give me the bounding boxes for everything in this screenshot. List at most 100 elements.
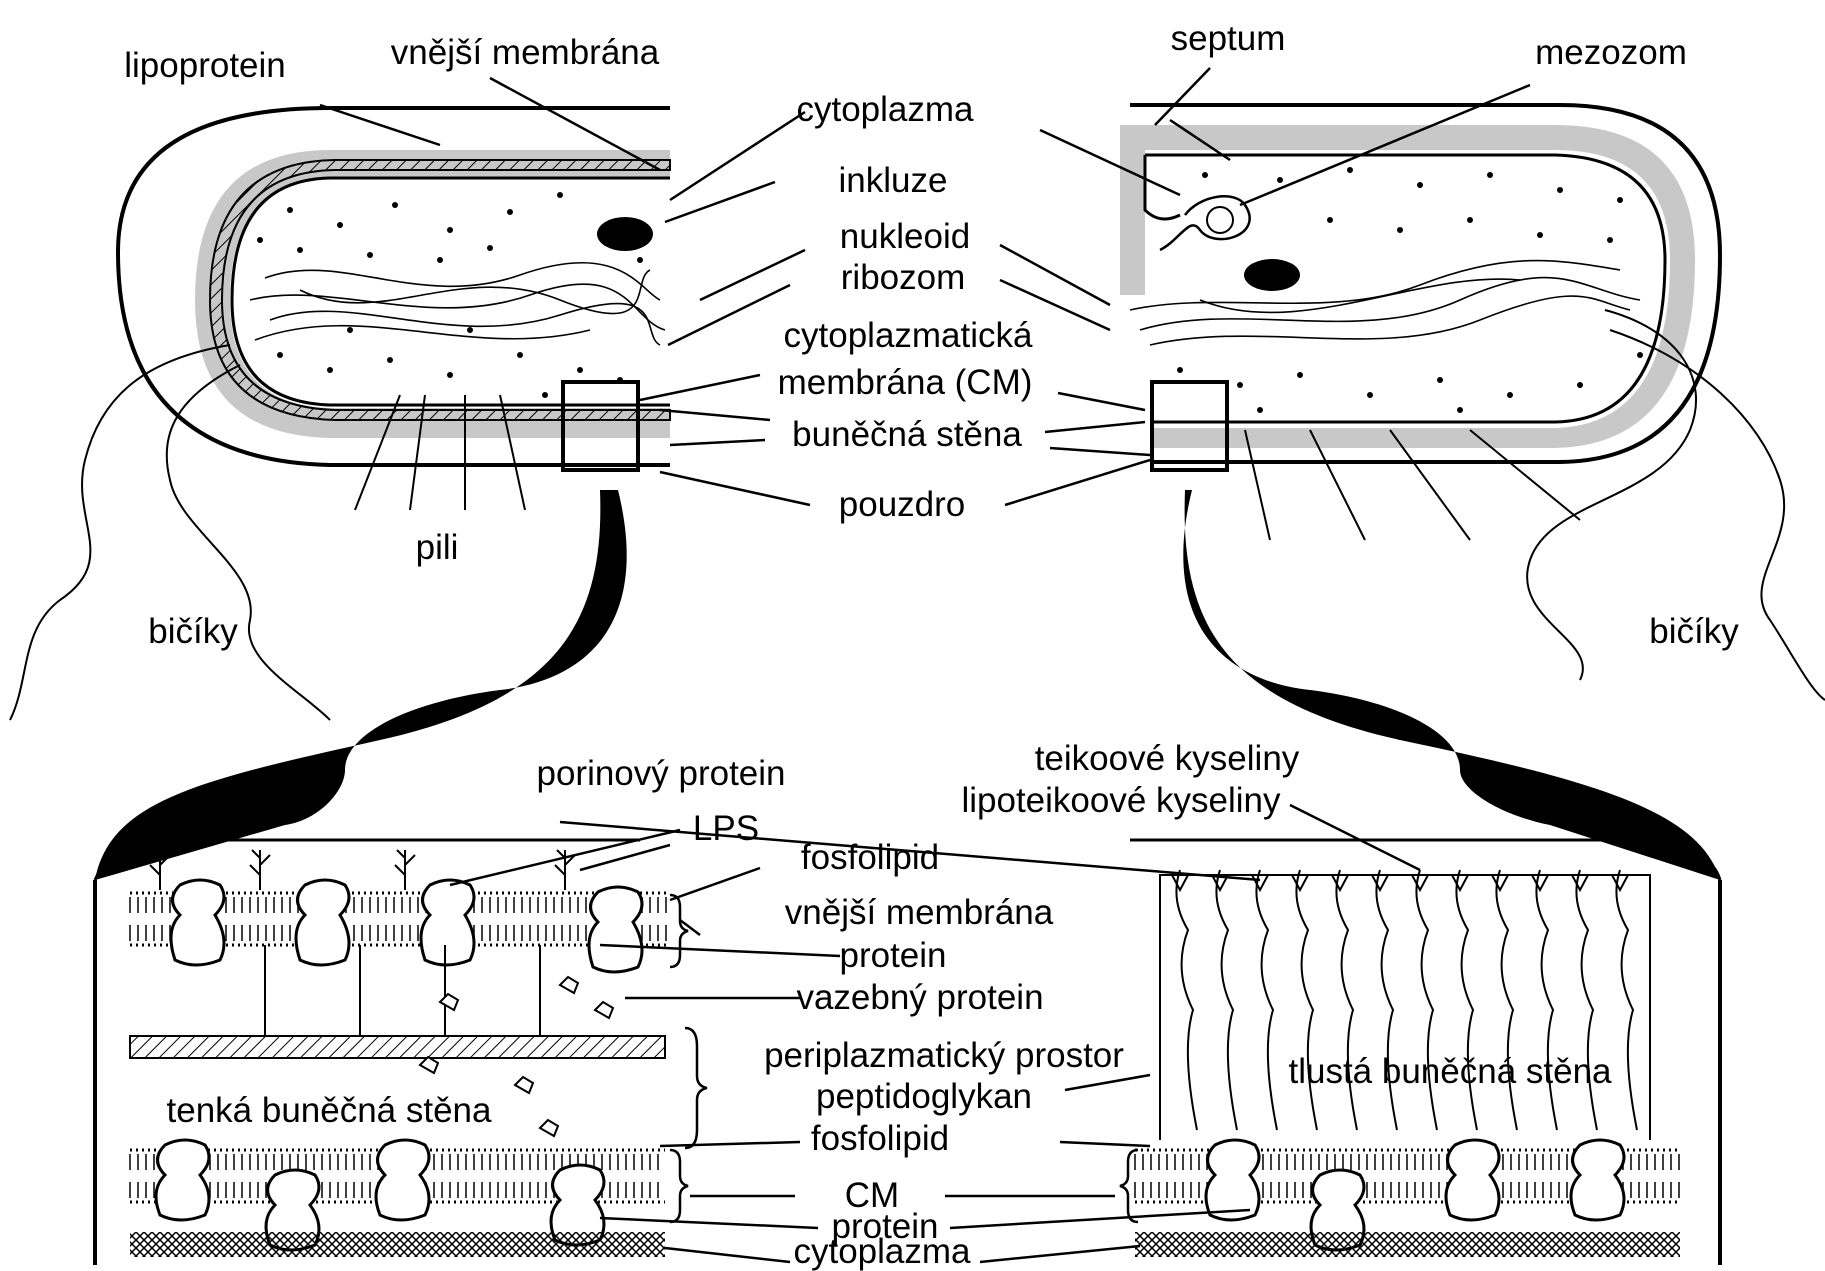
leader-line xyxy=(665,1248,790,1262)
ribosome-dot xyxy=(1177,367,1183,373)
cytoplasmic-membrane-left xyxy=(232,178,670,405)
ribosome-dot xyxy=(1257,407,1263,413)
teichoic-acid-fiber xyxy=(1336,870,1357,1130)
label-lipoteichoic-acids: lipoteikoové kyseliny xyxy=(961,782,1280,820)
ribosome-dot xyxy=(257,237,263,243)
teichoic-acid-fiber xyxy=(1576,870,1597,1130)
outer-membrane-protein xyxy=(171,880,224,965)
gram-positive-membrane-protein xyxy=(1206,1140,1259,1220)
outer-membrane-protein xyxy=(296,880,349,965)
teichoic-acid-fiber xyxy=(1416,870,1437,1130)
ribosome-dot xyxy=(1277,177,1283,183)
label-binding-protein: vazebný protein xyxy=(796,979,1043,1017)
leader-line xyxy=(660,410,770,420)
ribosome-dot xyxy=(1202,172,1208,178)
flagellum-left-1 xyxy=(10,345,230,720)
ribosome-dot xyxy=(1347,167,1353,173)
label-thick-cell-wall: tlustá buněčná stěna xyxy=(1288,1053,1611,1091)
binding-protein xyxy=(595,1002,613,1018)
label-nucleoid: nukleoid xyxy=(840,218,970,256)
teichoic-acid-fiber xyxy=(1536,870,1557,1130)
teichoic-acid-fiber xyxy=(1496,870,1517,1130)
nucleoid-fiber-left xyxy=(270,303,660,345)
leader-line xyxy=(1000,245,1110,305)
ribosome-dot xyxy=(297,247,303,253)
ribosome-dot xyxy=(277,352,283,358)
inclusion-right xyxy=(1244,259,1300,291)
inclusion-left xyxy=(597,217,653,251)
leader-line xyxy=(1005,460,1150,505)
binding-protein xyxy=(515,1077,533,1093)
leader-line xyxy=(1065,1075,1150,1090)
label-cytoplasm-bottom: cytoplazma xyxy=(793,1233,970,1271)
label-protein-mid: protein xyxy=(839,937,946,975)
thin-peptidoglycan xyxy=(130,1036,665,1058)
teichoic-branch xyxy=(1412,875,1428,890)
label-pili: pili xyxy=(416,529,459,567)
ribosome-dot xyxy=(447,372,453,378)
label-lipoprotein: lipoprotein xyxy=(124,47,286,85)
gram-positive-membrane-protein xyxy=(1446,1140,1499,1220)
label-outer-membrane-top: vnější membrána xyxy=(391,34,659,72)
label-porin-protein: porinový protein xyxy=(536,755,785,793)
teichoic-branch xyxy=(1332,875,1348,890)
leader-line xyxy=(1290,805,1420,870)
label-cell-wall: buněčná stěna xyxy=(792,416,1022,454)
label-flagella-left: bičíky xyxy=(148,613,237,651)
teichoic-acid-fiber xyxy=(1176,870,1197,1130)
teichoic-acid-fiber xyxy=(1256,870,1277,1130)
brace-outer-membrane xyxy=(670,895,688,967)
label-thin-cell-wall: tenká buněčná stěna xyxy=(167,1092,492,1130)
inner-membrane-protein xyxy=(156,1140,209,1220)
binding-protein xyxy=(540,1120,558,1136)
nucleoid-fiber-right xyxy=(1130,261,1620,310)
leader-line xyxy=(580,845,670,870)
nucleoid-fiber-left xyxy=(265,263,660,300)
teichoic-branch xyxy=(1252,875,1268,890)
gram-positive-membrane-protein xyxy=(1571,1140,1624,1220)
mesosome-right xyxy=(1160,196,1250,250)
leader-line xyxy=(660,1142,800,1146)
ribosome-dot xyxy=(287,207,293,213)
ribosome-dot xyxy=(1417,182,1423,188)
ribosome-dot xyxy=(1637,352,1643,358)
leader-line xyxy=(700,250,805,300)
ribosome-dot xyxy=(1437,377,1443,383)
nucleoid-fiber-left xyxy=(255,326,590,340)
ribosome-dot xyxy=(1617,197,1623,203)
ribosome-dot xyxy=(542,392,548,398)
ribosome-dot xyxy=(577,367,583,373)
ribosome-dot xyxy=(1487,172,1493,178)
teichoic-branch xyxy=(1492,875,1508,890)
lps-tree xyxy=(395,850,415,890)
teichoic-acid-fiber xyxy=(1296,870,1317,1130)
label-membrane-cm: membrána (CM) xyxy=(778,364,1033,402)
label-lps: LPS xyxy=(693,810,759,848)
leader-line xyxy=(640,375,760,400)
nucleoid-fiber-right xyxy=(1150,296,1630,345)
leader-line xyxy=(670,868,760,900)
ribosome-dot xyxy=(637,257,643,263)
teichoic-acid-fiber xyxy=(1616,870,1637,1130)
binding-protein xyxy=(420,1057,438,1073)
teichoic-branch xyxy=(1372,875,1388,890)
ribosome-dot xyxy=(1327,217,1333,223)
nucleoid-fiber-left xyxy=(250,284,665,330)
ribosome-dot xyxy=(1537,232,1543,238)
ribosome-dot xyxy=(1507,392,1513,398)
leader-line xyxy=(670,440,765,445)
ribosome-dot xyxy=(507,209,513,215)
label-capsule: pouzdro xyxy=(839,486,965,524)
nucleoid-fiber-right xyxy=(1140,278,1640,330)
brace-cm-left xyxy=(670,1150,688,1222)
teichoic-branch xyxy=(1612,875,1628,890)
leader-line xyxy=(660,472,810,505)
leader-line xyxy=(600,1218,818,1228)
cytoplasm-left xyxy=(130,1232,665,1257)
teichoic-acid-fiber xyxy=(1456,870,1477,1130)
outer-membrane-protein xyxy=(589,887,642,972)
ribosome-dot xyxy=(327,367,333,373)
leader-line xyxy=(1155,68,1210,125)
binding-protein xyxy=(440,994,458,1010)
label-inclusion: inkluze xyxy=(839,162,948,200)
